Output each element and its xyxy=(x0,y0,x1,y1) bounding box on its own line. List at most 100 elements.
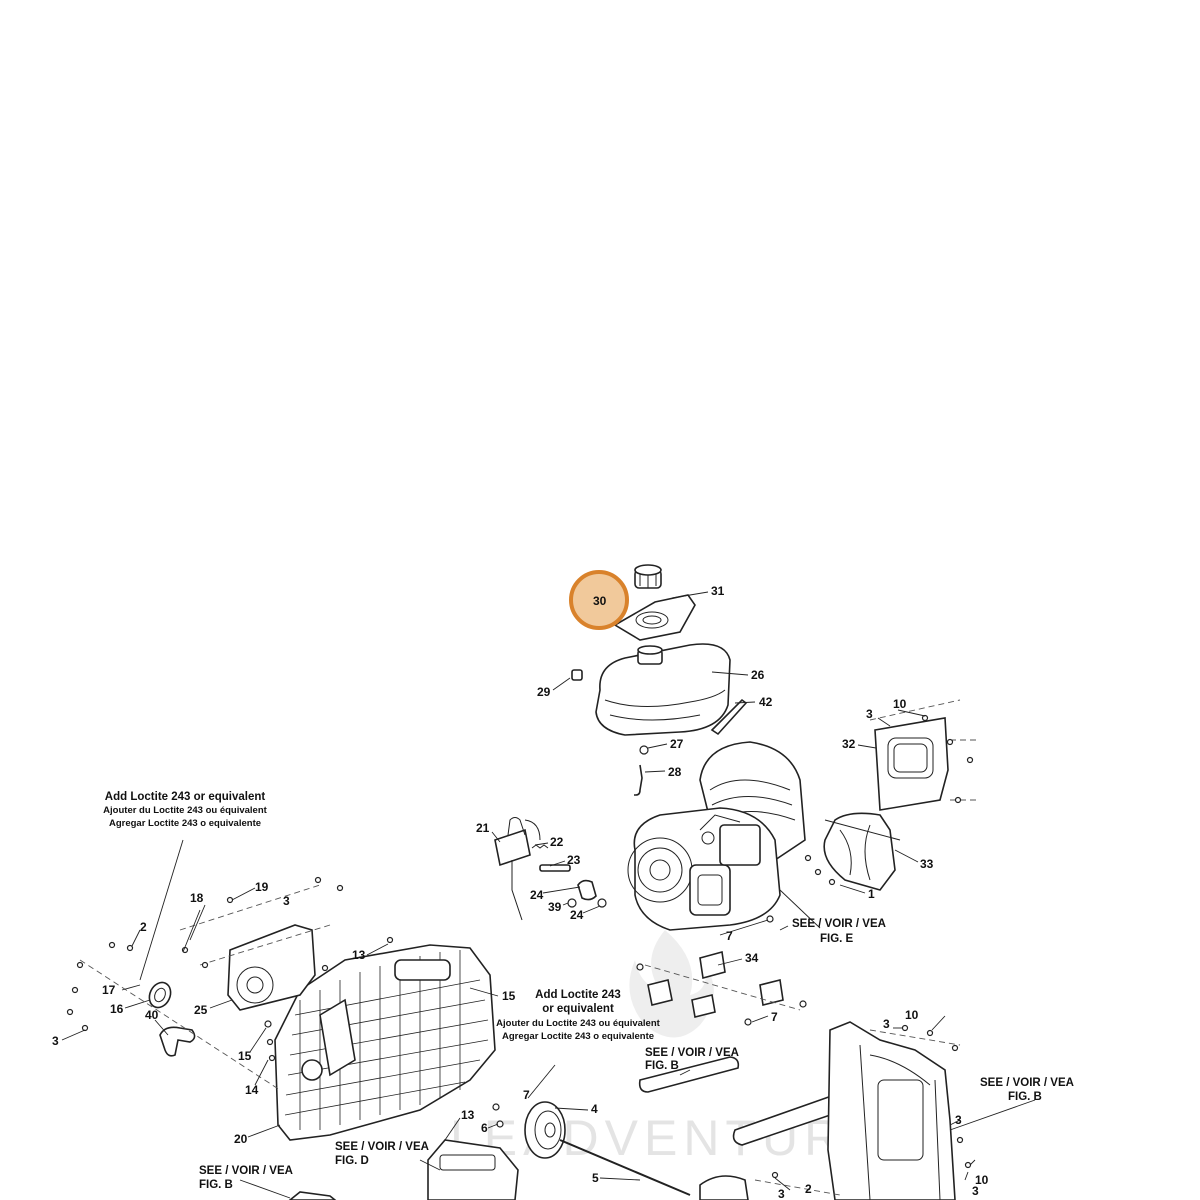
shaft-23[interactable] xyxy=(539,864,571,872)
engine-assembly[interactable] xyxy=(627,741,806,931)
choke-rod[interactable] xyxy=(511,860,523,921)
callout-15-right[interactable]: 15 xyxy=(502,989,516,1003)
svg-text:FIG. B: FIG. B xyxy=(645,1060,679,1072)
see-fig-e-note[interactable]: SEE / VOIR / VEA FIG. E xyxy=(792,918,886,945)
svg-text:Ajouter du Loctite 243 ou équi: Ajouter du Loctite 243 ou équivalent xyxy=(103,805,267,816)
fuel-tank[interactable] xyxy=(595,643,731,736)
loctite-note-left: Add Loctite 243 or equivalent Ajouter du… xyxy=(103,791,267,829)
callout-33[interactable]: 33 xyxy=(920,857,934,871)
choke-bracket-21[interactable] xyxy=(494,817,541,867)
callout-24-a[interactable]: 24 xyxy=(530,888,544,902)
screw-set-15[interactable] xyxy=(264,936,394,1062)
callout-23[interactable]: 23 xyxy=(567,853,581,867)
knob-24[interactable] xyxy=(577,879,597,901)
callout-3-right-top[interactable]: 3 xyxy=(883,1017,890,1031)
callout-26[interactable]: 26 xyxy=(751,668,765,682)
recoil-cover-25[interactable] xyxy=(227,924,316,1011)
callout-3-left[interactable]: 3 xyxy=(52,1034,59,1048)
callout-3-right-bottom[interactable]: 3 xyxy=(972,1184,979,1198)
callout-30[interactable]: 30 xyxy=(593,594,607,608)
callout-20[interactable]: 20 xyxy=(234,1132,248,1146)
callout-13-top[interactable]: 13 xyxy=(352,948,366,962)
spring-22[interactable] xyxy=(531,844,549,849)
callout-16[interactable]: 16 xyxy=(110,1002,124,1016)
mount-bracket-34[interactable] xyxy=(647,950,784,1018)
screw-set-10a[interactable] xyxy=(921,714,974,804)
callout-2-left[interactable]: 2 xyxy=(140,920,147,934)
callout-10-top[interactable]: 10 xyxy=(893,697,907,711)
callout-7-wheel[interactable]: 7 xyxy=(523,1088,530,1102)
leader-lines xyxy=(61,591,1036,1199)
callout-1[interactable]: 1 xyxy=(868,887,875,901)
svg-text:FIG. B: FIG. B xyxy=(199,1179,233,1191)
muffler-cover-32[interactable] xyxy=(874,717,949,811)
callout-6[interactable]: 6 xyxy=(481,1121,488,1135)
callout-28[interactable]: 28 xyxy=(668,765,682,779)
callout-3-top[interactable]: 3 xyxy=(866,707,873,721)
fuel-fitting-27[interactable] xyxy=(639,745,649,755)
bottom-left-part[interactable] xyxy=(288,1191,337,1200)
screw-set-1[interactable] xyxy=(804,854,836,886)
svg-text:Agregar Loctite 243 o equivale: Agregar Loctite 243 o equivalente xyxy=(109,818,261,829)
callout-27[interactable]: 27 xyxy=(670,737,684,751)
callout-32[interactable]: 32 xyxy=(842,737,856,751)
callout-10-right-bottom[interactable]: 10 xyxy=(975,1173,989,1187)
svg-text:SEE / VOIR / VEA: SEE / VOIR / VEA xyxy=(980,1077,1074,1089)
callout-31[interactable]: 31 xyxy=(711,584,725,598)
screw-set-2[interactable] xyxy=(66,941,134,1032)
callout-25[interactable]: 25 xyxy=(194,1003,208,1017)
svg-text:Add Loctite 243: Add Loctite 243 xyxy=(535,989,621,1001)
screw-set-7b[interactable] xyxy=(636,915,807,1026)
callout-24-b[interactable]: 24 xyxy=(570,908,584,922)
callout-4[interactable]: 4 xyxy=(591,1102,598,1116)
svg-text:Ajouter du Loctite 243 ou équi: Ajouter du Loctite 243 ou équivalent xyxy=(496,1018,660,1029)
see-fig-b-left-note[interactable]: SEE / VOIR / VEA FIG. B xyxy=(199,1165,293,1191)
callout-7-mount[interactable]: 7 xyxy=(771,1010,778,1024)
fuel-hose-28[interactable] xyxy=(634,764,643,796)
callout-22[interactable]: 22 xyxy=(550,835,564,849)
spring-24b[interactable] xyxy=(597,898,607,908)
nut-39[interactable] xyxy=(567,898,577,908)
callout-7-engine[interactable]: 7 xyxy=(726,929,733,943)
tank-top-cover[interactable] xyxy=(613,594,696,641)
callout-19[interactable]: 19 xyxy=(255,880,269,894)
see-fig-d-note[interactable]: SEE / VOIR / VEA FIG. D xyxy=(335,1141,429,1167)
right-frame[interactable] xyxy=(699,1021,956,1200)
knob-16[interactable] xyxy=(145,979,174,1011)
svg-text:Add Loctite 243 or equivalent: Add Loctite 243 or equivalent xyxy=(105,791,266,803)
callout-3-cover[interactable]: 3 xyxy=(283,894,290,908)
callout-17[interactable]: 17 xyxy=(102,983,116,997)
callout-15-left[interactable]: 15 xyxy=(238,1049,252,1063)
callout-3-right-mid[interactable]: 3 xyxy=(955,1113,962,1127)
callout-10-right-top[interactable]: 10 xyxy=(905,1008,919,1022)
callout-21[interactable]: 21 xyxy=(476,821,490,835)
fuel-cap[interactable] xyxy=(634,564,662,589)
callout-39[interactable]: 39 xyxy=(548,900,562,914)
callout-42[interactable]: 42 xyxy=(759,695,773,709)
see-fig-b-right-note[interactable]: SEE / VOIR / VEA FIG. B xyxy=(980,1077,1074,1103)
wheel-4[interactable] xyxy=(524,1101,566,1159)
screw-set-10b[interactable] xyxy=(771,1024,972,1179)
callout-5[interactable]: 5 xyxy=(592,1171,599,1185)
callout-3-bottom[interactable]: 3 xyxy=(778,1187,785,1200)
callout-18[interactable]: 18 xyxy=(190,891,204,905)
callout-29[interactable]: 29 xyxy=(537,685,551,699)
highlight-marker-30[interactable] xyxy=(569,570,629,630)
callout-40[interactable]: 40 xyxy=(145,1008,159,1022)
axle-5[interactable] xyxy=(559,1139,691,1196)
callout-34[interactable]: 34 xyxy=(745,951,759,965)
svg-text:FIG. B: FIG. B xyxy=(1008,1091,1042,1103)
callout-14[interactable]: 14 xyxy=(245,1083,259,1097)
callout-13-bottom[interactable]: 13 xyxy=(461,1108,475,1122)
callout-2-bottom[interactable]: 2 xyxy=(805,1182,812,1196)
left-side-housing-20[interactable] xyxy=(274,944,496,1141)
svg-text:SEE / VOIR / VEA: SEE / VOIR / VEA xyxy=(645,1047,739,1059)
handle-40[interactable] xyxy=(159,1026,196,1057)
svg-text:or equivalent: or equivalent xyxy=(542,1003,614,1015)
muffler-heat-shield-33[interactable] xyxy=(823,812,901,891)
svg-text:Agregar Loctite 243 o equivale: Agregar Loctite 243 o equivalente xyxy=(502,1031,654,1042)
tank-strap-42[interactable] xyxy=(710,698,748,736)
grommet-29[interactable] xyxy=(571,669,583,681)
see-fig-b-center-note[interactable]: SEE / VOIR / VEA FIG. B xyxy=(645,1047,739,1072)
